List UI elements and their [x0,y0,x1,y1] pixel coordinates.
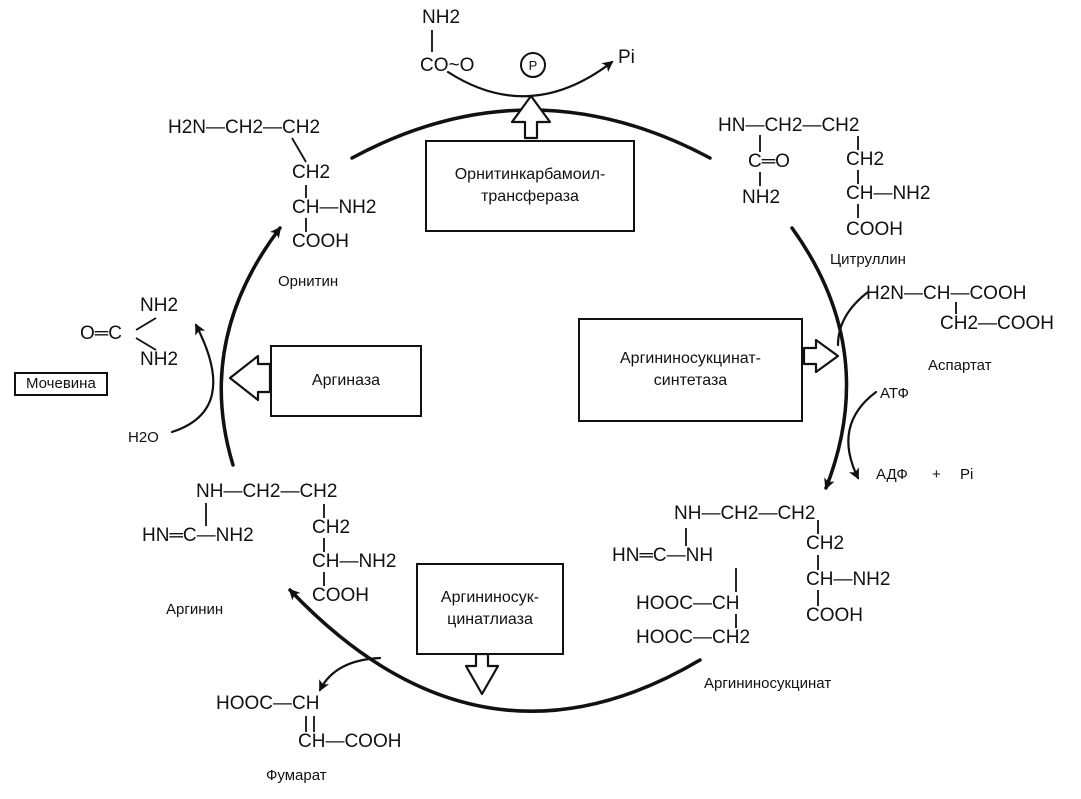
ornithine-line: CH2 [292,162,331,183]
reagent-atp: АТФ [880,385,909,402]
cycle-arc-citrulline-to-argininosuccinate [790,226,849,490]
aspartate-label: Аспартат [928,357,992,374]
citrulline-label: Цитруллин [830,251,906,268]
enzyme-ass-line: Аргининосукцинат- [620,350,761,367]
fumarate-release-arrow [318,656,382,692]
water-label: H2O [128,429,159,446]
reagent-pi-top: Pi [618,47,635,68]
urea-label-box: Мочевина [14,372,108,396]
bond [135,317,157,331]
arginine-line: CH2 [312,517,351,538]
argininosuccinate-line: CH2 [806,533,845,554]
enzyme-asl-box: Аргининосук-цинатлиаза [416,563,564,655]
enzyme-ass-line: синтетаза [653,372,728,389]
enzyme-ass-box: Аргининосукцинат-синтетаза [578,318,803,422]
otc-enzyme-arrow [510,94,552,140]
arginine-line: NH—CH2—CH2 [196,481,338,502]
argininosuccinate-line: COOH [806,605,863,626]
arginase-enzyme-arrow [228,354,272,402]
argininosuccinate-line: HOOC—CH2 [636,627,751,648]
arginine-line: CH—NH2 [312,551,397,572]
urea-line: NH2 [140,295,179,316]
enzyme-otc-box: Орнитинкарбамоил-трансфераза [425,140,635,232]
citrulline-line: HN—CH2—CH2 [718,115,860,136]
aspartate-line: H2N—CH—COOH [866,283,1027,304]
aspartate-line: CH2—COOH [940,313,1055,334]
argininosuccinate-line: HOOC—CH [636,593,740,614]
aspartate-entry-arrow [836,290,870,347]
enzyme-arginase-box: Аргиназа [270,345,422,417]
ornithine-line: CH—NH2 [292,197,377,218]
bond [291,137,307,163]
ass-enzyme-arrow [802,338,840,374]
fumarate-line: HOOC—CH [216,693,320,714]
reagent-plus: + [932,466,941,483]
arginine-line: HN═C—NH2 [142,525,254,546]
arginine-line: COOH [312,585,369,606]
phosphate-symbol: P [528,57,538,73]
cycle-arc-arginine-to-ornithine [219,226,282,467]
citrulline-line: C═O [748,151,790,172]
phosphate-circle-icon: P [520,52,546,78]
urea-label: Мочевина [26,375,96,392]
reagent-pi-right: Pi [960,466,974,483]
enzyme-otc-line: Орнитинкарбамоил- [454,166,606,183]
citrulline-line: NH2 [742,187,781,208]
reagent-adp: АДФ [876,466,908,483]
water-urea-arrow [170,323,215,434]
atp-adp-arrow [847,390,878,480]
argininosuccinate-line: NH—CH2—CH2 [674,503,816,524]
ornithine-line: COOH [292,231,349,252]
ornithine-line: H2N—CH2—CH2 [168,117,321,138]
cycle-arc-argininosuccinate-to-arginine [288,588,702,713]
argininosuccinate-label: Аргининосукцинат [704,675,832,692]
argininosuccinate-line: HN═C—NH [612,545,714,566]
ornithine-label: Орнитин [278,273,339,290]
enzyme-asl-line: цинатлиаза [447,611,533,628]
citrulline-line: CH2 [846,149,885,170]
fumarate-label: Фумарат [266,767,327,784]
enzyme-arginase-label: Аргиназа [311,372,381,389]
citrulline-line: CH—NH2 [846,183,931,204]
urea-line: O═C [80,323,122,344]
citrulline-line: COOH [846,219,903,240]
carbamoyl-phosphate-line: CO~O [420,55,475,76]
bond [135,337,157,351]
asl-enzyme-arrow [464,652,500,696]
arginine-label: Аргинин [166,601,224,618]
carbamoyl-phosphate-line: NH2 [422,7,461,28]
urea-line: NH2 [140,349,179,370]
enzyme-asl-line: Аргининосук- [440,589,540,606]
enzyme-otc-line: трансфераза [481,188,579,205]
argininosuccinate-line: CH—NH2 [806,569,891,590]
fumarate-line: CH—COOH [298,731,402,752]
